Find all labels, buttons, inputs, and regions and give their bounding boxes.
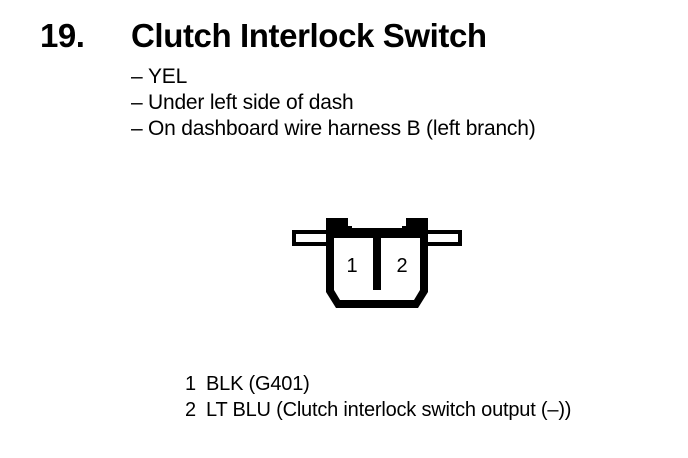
connector-svg: 1 2 [292, 218, 462, 308]
pin-legend-row: 2 LT BLU (Clutch interlock switch output… [185, 397, 685, 423]
list-item: – Under left side of dash [131, 90, 671, 116]
right-wing-notch [428, 234, 458, 242]
page-title: Clutch Interlock Switch [131, 17, 487, 54]
pin-legend-description: LT BLU (Clutch interlock switch output (… [206, 399, 572, 421]
list-item-label: YEL [148, 65, 188, 88]
section-number: 19. [40, 17, 85, 54]
connector-bottom-skirt [338, 294, 416, 298]
pin-legend-row: 1 BLK (G401) [185, 371, 685, 397]
left-wing-notch [296, 234, 326, 242]
pin-legend-description: BLK (G401) [206, 373, 310, 395]
list-item-label: Under left side of dash [148, 91, 354, 114]
pin-legend: 1 BLK (G401) 2 LT BLU (Clutch interlock … [185, 371, 685, 423]
pin-legend-number: 1 [185, 373, 197, 395]
list-item: – On dashboard wire harness B (left bran… [131, 116, 671, 142]
list-item-label: On dashboard wire harness B (left branch… [148, 117, 536, 140]
connector-housing-outline [292, 218, 462, 308]
connector-diagram: 1 2 [288, 214, 468, 314]
cavity-number-1: 1 [346, 255, 357, 277]
detail-list: – YEL – Under left side of dash – On das… [131, 64, 671, 142]
bullet-dash-icon: – [131, 117, 143, 140]
bullet-dash-icon: – [131, 91, 143, 114]
list-item: – YEL [131, 64, 671, 90]
connector-top-slot [352, 221, 402, 228]
cavity-number-2: 2 [396, 255, 407, 277]
page-header: 19. Clutch Interlock Switch [0, 14, 688, 58]
pin-legend-number: 2 [185, 399, 197, 421]
cavity-divider [373, 238, 381, 290]
bullet-dash-icon: – [131, 65, 143, 88]
